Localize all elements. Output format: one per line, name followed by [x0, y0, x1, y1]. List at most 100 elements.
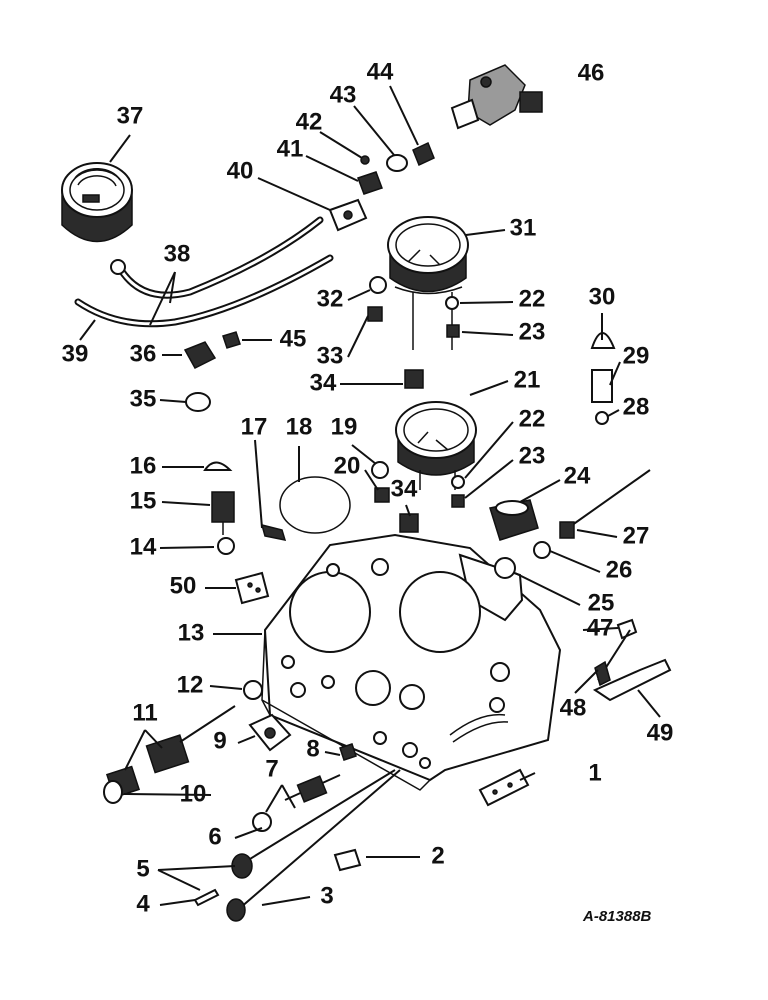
callout-c43: 43 [330, 81, 357, 108]
callout-c44: 44 [367, 58, 394, 85]
callout-c23b: 23 [519, 442, 546, 469]
callout-c35: 35 [130, 385, 157, 412]
tach-drive-46 [450, 64, 543, 130]
cable-27 [559, 469, 651, 539]
switch-36 [183, 341, 217, 369]
switch-15 [211, 491, 235, 535]
callout-c21: 21 [514, 366, 541, 393]
callout-c41: 41 [277, 135, 304, 162]
callout-c15: 15 [130, 487, 157, 514]
callout-c26: 26 [606, 556, 633, 583]
callout-c36: 36 [130, 340, 157, 367]
leader-lines [79, 85, 661, 906]
callout-c42: 42 [296, 108, 323, 135]
lamp-29 [591, 369, 613, 403]
switch-24 [489, 499, 539, 541]
callout-c16: 16 [130, 452, 157, 479]
callout-c9: 9 [213, 727, 226, 754]
bulb-14 [217, 537, 235, 555]
clip-45 [222, 331, 241, 349]
callout-c13: 13 [178, 619, 205, 646]
callout-c17: 17 [241, 413, 268, 440]
plug-35 [185, 392, 211, 412]
callout-c47: 47 [587, 614, 614, 641]
clip-8 [339, 743, 357, 761]
callout-c48: 48 [560, 694, 587, 721]
clip-2 [333, 848, 362, 872]
callout-c14: 14 [130, 533, 157, 560]
callout-c28: 28 [623, 393, 650, 420]
callout-c8: 8 [306, 735, 319, 762]
callout-c6: 6 [208, 823, 221, 850]
pin-42 [360, 155, 370, 165]
knob-10 [103, 765, 141, 804]
tach-cable-38 [74, 216, 334, 328]
plug-25 [494, 557, 516, 579]
fitting-41 [357, 171, 383, 195]
gauge-31 [387, 216, 469, 350]
callout-c4: 4 [136, 890, 150, 917]
throttle-cable-3 [226, 769, 401, 922]
callout-c27: 27 [623, 522, 650, 549]
callout-c34a: 34 [310, 369, 337, 396]
callout-c29: 29 [623, 342, 650, 369]
bulb-22 [445, 296, 465, 489]
bracket-9 [248, 713, 292, 752]
callout-c5: 5 [136, 855, 149, 882]
bracket-49 [592, 658, 672, 702]
bulb-19 [369, 276, 389, 479]
knob-4 [193, 888, 220, 907]
switch-7 [284, 774, 341, 803]
callout-c10: 10 [180, 780, 207, 807]
lens-30 [590, 332, 616, 349]
panel-opening-left [289, 571, 371, 653]
plate-50 [234, 571, 270, 605]
bulb-26 [533, 541, 551, 559]
tachometer-37 [61, 162, 133, 243]
adapter-40 [328, 198, 368, 232]
sender-17 [254, 439, 287, 541]
callout-c19: 19 [331, 413, 358, 440]
panel-opening-right [399, 571, 481, 653]
plate-1 [478, 768, 530, 807]
cap-16 [203, 461, 233, 471]
callout-c38: 38 [164, 240, 191, 267]
callout-c33: 33 [317, 342, 344, 369]
knob-47 [616, 618, 638, 640]
callout-c30: 30 [589, 283, 616, 310]
knob-6 [252, 812, 272, 832]
connector-44 [412, 141, 435, 167]
callout-c22a: 22 [519, 285, 546, 312]
callout-c32: 32 [317, 285, 344, 312]
callout-c40: 40 [227, 157, 254, 184]
callout-c1: 1 [588, 759, 601, 786]
nut-12 [243, 680, 263, 700]
wire-18 [279, 476, 351, 534]
callout-c18: 18 [286, 413, 313, 440]
nut-28 [595, 411, 609, 425]
callout-c7: 7 [265, 755, 278, 782]
callout-c34b: 34 [391, 475, 418, 502]
callout-c31: 31 [510, 214, 537, 241]
callout-c37: 37 [117, 102, 144, 129]
switch-11 [145, 705, 236, 774]
callout-c50: 50 [170, 572, 197, 599]
callout-c12: 12 [177, 671, 204, 698]
callout-c49: 49 [647, 719, 674, 746]
socket-20 [367, 306, 390, 503]
callout-c24: 24 [564, 462, 591, 489]
callout-c45: 45 [280, 325, 307, 352]
bracket-48 [594, 629, 631, 687]
socket-23 [446, 324, 465, 508]
drawing-code: A-81388B [582, 908, 652, 925]
callout-c22b: 22 [519, 405, 546, 432]
callout-c46: 46 [578, 59, 605, 86]
callout-c25: 25 [588, 589, 615, 616]
callout-c3: 3 [320, 882, 333, 909]
callout-c11: 11 [132, 699, 157, 726]
instrument-panel-13 [261, 533, 562, 791]
callout-c20: 20 [334, 452, 361, 479]
callout-c23a: 23 [519, 318, 546, 345]
